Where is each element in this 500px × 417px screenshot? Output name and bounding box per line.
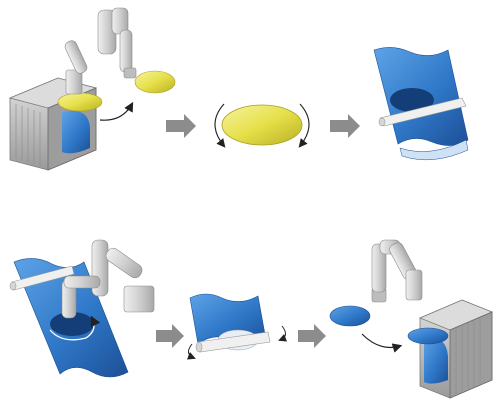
film-roller xyxy=(9,265,75,291)
step-wafer-rotation xyxy=(214,103,310,148)
rotate-arrow-left xyxy=(214,103,226,148)
peel-arrow-left xyxy=(186,343,196,360)
blue-wafer-on-stage xyxy=(407,327,449,345)
wafer-under-film xyxy=(390,88,434,112)
flow-arrow-3 xyxy=(156,324,184,348)
step-robot-loads-wafer xyxy=(329,239,494,399)
flow-arrow-1 xyxy=(166,114,196,138)
yellow-wafer xyxy=(221,104,303,146)
film-roller xyxy=(378,97,467,127)
flow-arrow-2 xyxy=(330,114,360,138)
wafer-on-film xyxy=(50,312,94,336)
robot-arm xyxy=(61,239,155,319)
film-roller xyxy=(195,331,271,353)
wafer-cassette-cabinet xyxy=(8,77,98,171)
step-robot-unloads-wafer xyxy=(8,7,176,171)
pick-rotation-arrow xyxy=(49,315,101,341)
wafer-cassette-cabinet xyxy=(407,299,494,399)
yellow-wafer-held xyxy=(134,70,176,94)
blue-wafer-held xyxy=(329,305,371,327)
robot-arm xyxy=(371,239,423,303)
step-wafer-on-film xyxy=(373,47,469,161)
flow-arrow-4 xyxy=(298,324,326,348)
rotate-arrow-right xyxy=(298,103,310,148)
film-end-roll xyxy=(399,139,469,161)
yellow-wafer-on-stage xyxy=(57,92,103,112)
step-robot-picks-from-film xyxy=(9,239,155,378)
robot-arm xyxy=(64,7,137,95)
transfer-arrow xyxy=(99,101,134,121)
transfer-arrow xyxy=(361,333,403,353)
peel-arrow-right xyxy=(278,325,288,342)
step-film-peel xyxy=(186,293,288,360)
